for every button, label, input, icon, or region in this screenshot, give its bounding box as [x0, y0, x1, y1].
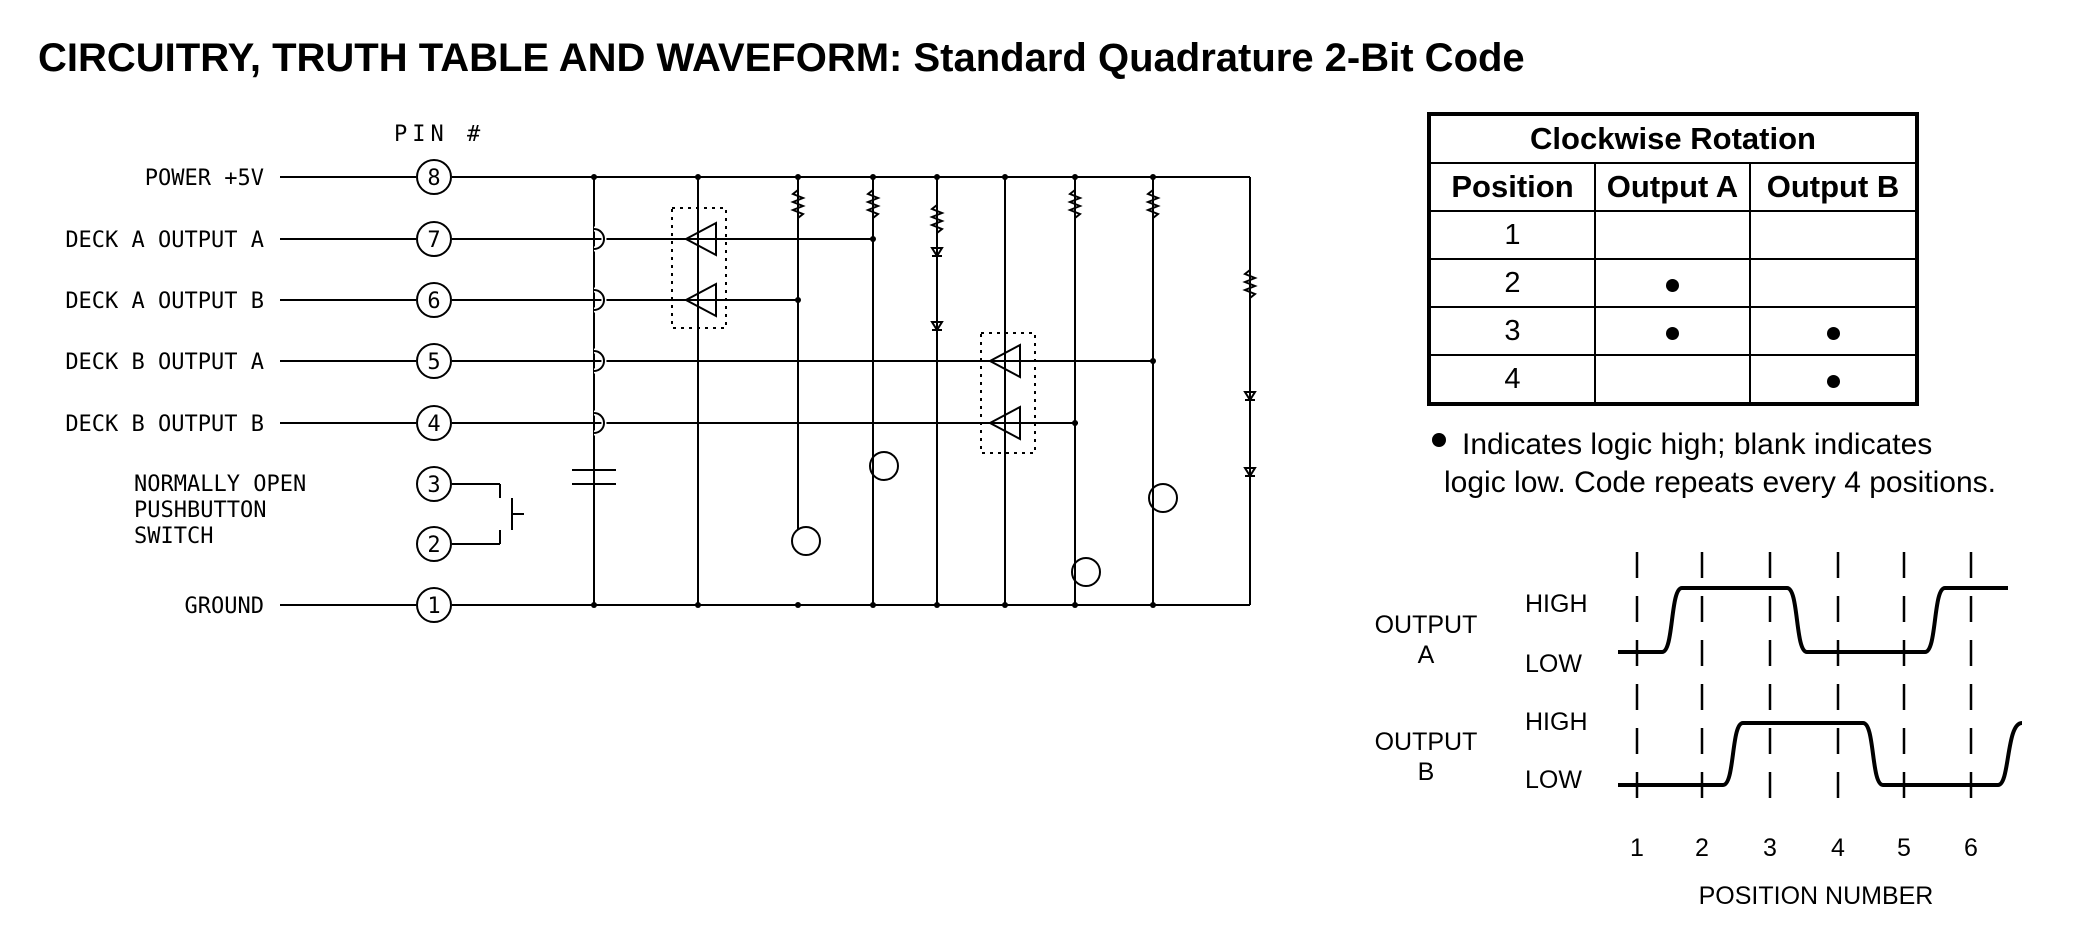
output-a-cell: [1594, 258, 1751, 308]
low-label: LOW: [1525, 766, 1582, 794]
x-axis-label: POSITION NUMBER: [1699, 882, 1934, 910]
pin-number: 1: [427, 594, 440, 619]
pin-number: 2: [427, 533, 440, 558]
pin-number: 7: [427, 228, 440, 253]
note-line2: logic low. Code repeats every 4 position…: [1444, 466, 1996, 499]
position-tick-label: 6: [1964, 834, 1978, 862]
logic-high-dot-icon: [1826, 374, 1840, 388]
switch-label-line1: NORMALLY OPEN: [134, 472, 306, 497]
page-title: CIRCUITRY, TRUTH TABLE AND WAVEFORM: Sta…: [38, 36, 1525, 80]
pin-header: PIN #: [394, 122, 485, 147]
output-a-cell: [1594, 354, 1751, 405]
output-a-cell: [1594, 306, 1751, 356]
switch-label-line3: SWITCH: [134, 524, 213, 549]
truth-table: Clockwise Rotation Position Output A Out…: [1427, 112, 1919, 406]
output-a-trace: [1618, 586, 2008, 654]
output-b-cell: [1749, 210, 1918, 260]
output-b-trace: [1618, 721, 2023, 787]
high-label: HIGH: [1525, 708, 1588, 736]
low-label: LOW: [1525, 650, 1582, 678]
column-header: Output B: [1749, 162, 1918, 212]
output-b-label-line1: OUTPUT: [1375, 728, 1478, 756]
pin-number: 3: [427, 473, 440, 498]
position-tick-label: 3: [1763, 834, 1777, 862]
switch-label-line2: PUSHBUTTON: [134, 498, 266, 523]
table-row: 3: [1428, 306, 1918, 356]
output-a-label-line1: OUTPUT: [1375, 611, 1478, 639]
output-b-label-line2: B: [1418, 758, 1435, 786]
note-line1: Indicates logic high; blank indicates: [1462, 428, 1933, 461]
pin-label: DECK B OUTPUT A: [65, 350, 264, 375]
position-tick-label: 1: [1630, 834, 1644, 862]
position-tick-label: 4: [1831, 834, 1845, 862]
position-cell: 2: [1428, 258, 1596, 308]
pin-number: 6: [427, 289, 440, 314]
table-row: 1: [1428, 210, 1918, 260]
logic-high-dot-icon: [1666, 278, 1679, 292]
output-b-cell: [1749, 306, 1918, 356]
column-header: Output A: [1594, 162, 1751, 212]
position-cell: 1: [1428, 210, 1596, 260]
logic-high-dot-icon: [1826, 326, 1840, 340]
pin-label: GROUND: [185, 594, 264, 619]
pin-label: POWER +5V: [145, 166, 264, 191]
logic-high-dot-icon: [1432, 433, 1446, 448]
pin-label: DECK A OUTPUT A: [65, 228, 264, 253]
pin-number: 4: [427, 412, 440, 437]
pin-number: 8: [427, 166, 440, 191]
truth-table-caption: Clockwise Rotation: [1428, 113, 1918, 164]
output-b-cell: [1749, 258, 1918, 308]
column-header: Position: [1428, 162, 1596, 212]
position-tick-label: 2: [1695, 834, 1709, 862]
table-row: 2: [1428, 258, 1918, 308]
legend-note: Indicates logic high; blank indicates lo…: [1432, 426, 1996, 502]
table-row: 4: [1428, 354, 1918, 405]
output-a-label-line2: A: [1418, 641, 1435, 669]
output-b-cell: [1749, 354, 1918, 405]
position-cell: 3: [1428, 306, 1596, 356]
pin-label: DECK A OUTPUT B: [65, 289, 264, 314]
pin-number: 5: [427, 350, 440, 375]
pin-label: DECK B OUTPUT B: [65, 412, 264, 437]
high-label: HIGH: [1525, 590, 1588, 618]
circuit-schematic: 8 7 6 5 4 3 2 1 PIN # POWER +5V DECK A O…: [65, 122, 1258, 623]
position-tick-label: 5: [1897, 834, 1911, 862]
position-cell: 4: [1428, 354, 1596, 405]
logic-high-dot-icon: [1666, 326, 1679, 340]
output-a-cell: [1594, 210, 1751, 260]
